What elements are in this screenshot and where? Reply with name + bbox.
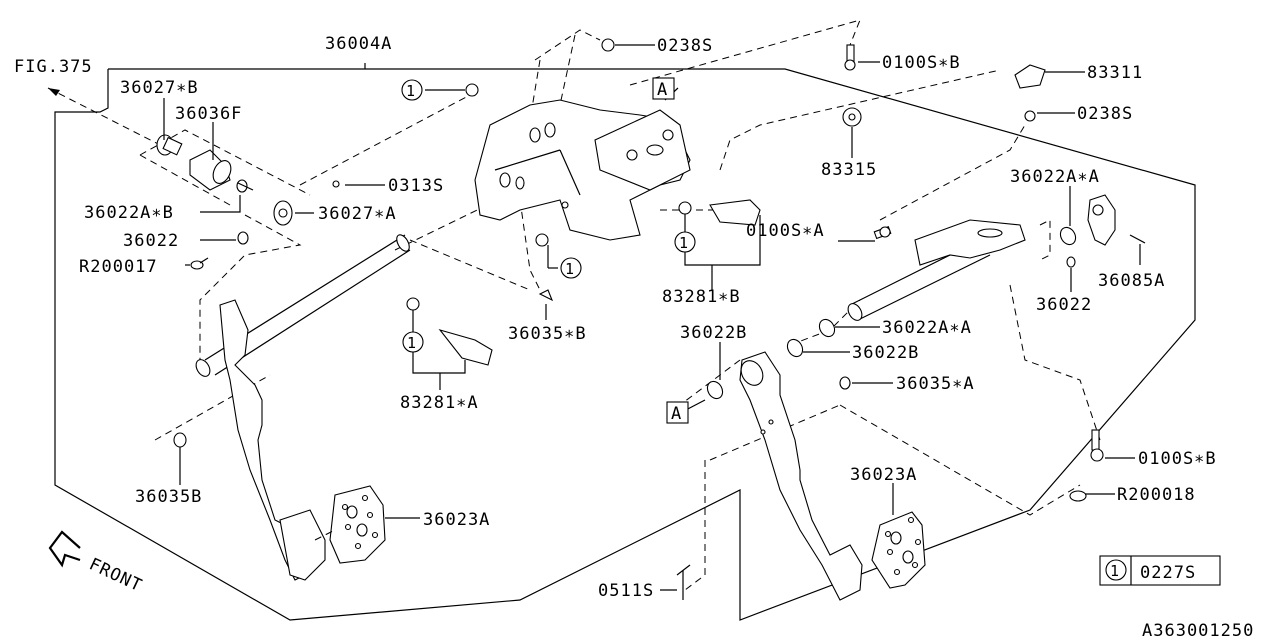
bushings — [706, 194, 1146, 400]
pedal-bracket — [474, 99, 691, 241]
callout-labels: FIG.375 36004A 36027∗B 36036F 0313S 3602… — [14, 34, 1254, 640]
callout-36027A[interactable]: 36027∗A — [318, 204, 397, 224]
assembly-outline — [54, 63, 1196, 621]
right-pedal-shaft — [847, 219, 1026, 321]
reference-marker-a-top: A — [652, 77, 675, 100]
left-pedal-arm — [219, 299, 326, 581]
circle-ref-4: 1 — [407, 334, 417, 352]
reference-marker-a-bottom: A — [666, 401, 689, 424]
circle-ref-1: 1 — [406, 82, 416, 100]
callout-36023A-left[interactable]: 36023A — [423, 510, 490, 530]
callout-0511S[interactable]: 0511S — [598, 581, 654, 601]
left-pedal-pad — [314, 485, 386, 564]
front-label: FRONT — [86, 554, 145, 596]
circle-ref-markers: 1 1 1 1 — [401, 79, 696, 353]
callout-36022-left[interactable]: 36022 — [123, 231, 179, 251]
callout-36022B-mid[interactable]: 36022B — [852, 343, 919, 363]
callout-83315[interactable]: 83315 — [821, 160, 877, 180]
svg-text:A: A — [657, 80, 668, 100]
fig-ref-label: FIG.375 — [14, 57, 93, 77]
callout-36027B[interactable]: 36027∗B — [120, 78, 199, 98]
fig-ref-leader — [47, 87, 171, 151]
callout-0313S[interactable]: 0313S — [388, 176, 444, 196]
callout-36022AA-mid[interactable]: 36022A∗A — [882, 318, 972, 338]
callout-0100SB-bottom[interactable]: 0100S∗B — [1138, 449, 1217, 469]
callout-83281B[interactable]: 83281∗B — [662, 287, 741, 307]
callout-0238S-right[interactable]: 0238S — [1077, 104, 1133, 124]
callout-36022AA-top[interactable]: 36022A∗A — [1010, 167, 1100, 187]
callout-36022AB[interactable]: 36022A∗B — [84, 203, 174, 223]
callout-0100SB-top[interactable]: 0100S∗B — [882, 53, 961, 73]
callout-36035B[interactable]: 36035B — [135, 487, 202, 507]
callout-R200018[interactable]: R200018 — [1117, 485, 1196, 505]
circle-ref-3: 1 — [679, 234, 689, 252]
legend-part-number: 0227S — [1140, 563, 1196, 583]
callout-83311[interactable]: 83311 — [1087, 63, 1143, 83]
callout-36022B-left[interactable]: 36022B — [680, 323, 747, 343]
callout-36023A-right[interactable]: 36023A — [850, 465, 917, 485]
callout-36004A[interactable]: 36004A — [325, 34, 392, 54]
callout-36022-right[interactable]: 36022 — [1036, 295, 1092, 315]
assembly-guides — [139, 19, 1101, 591]
hardware — [173, 38, 1104, 600]
drawing-number: A363001250 — [1142, 621, 1254, 640]
right-pedal-pad — [871, 511, 926, 589]
master-cylinder-parts — [156, 134, 340, 270]
legend-symbol: 1 — [1110, 562, 1120, 580]
callout-36085A[interactable]: 36085A — [1098, 271, 1165, 291]
front-arrow-icon — [48, 530, 81, 568]
legend-box: 1 0227S — [1099, 555, 1221, 586]
leader-lines — [163, 44, 1141, 591]
callout-36035A[interactable]: 36035∗A — [896, 374, 975, 394]
callout-0100SA[interactable]: 0100S∗A — [746, 221, 825, 241]
callout-R200017[interactable]: R200017 — [79, 257, 158, 277]
right-pedal-arm — [739, 351, 863, 601]
callout-0238S-top[interactable]: 0238S — [657, 36, 713, 56]
left-pedal-shaft — [195, 234, 411, 377]
circle-ref-2: 1 — [565, 260, 575, 278]
callout-36036F[interactable]: 36036F — [175, 104, 242, 124]
svg-text:A: A — [671, 404, 682, 424]
callout-83281A[interactable]: 83281∗A — [400, 393, 479, 413]
callout-36035B-star[interactable]: 36035∗B — [508, 324, 587, 344]
